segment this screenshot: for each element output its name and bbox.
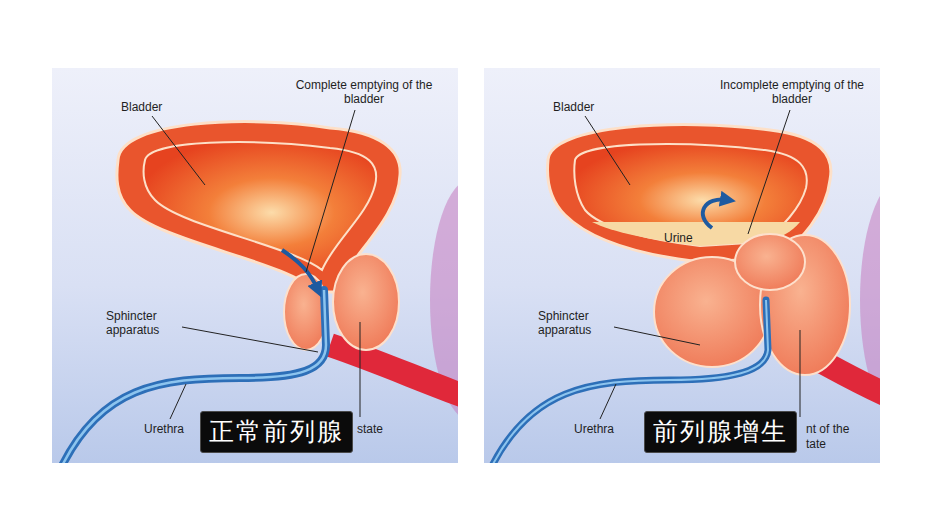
part-label: Urethra	[574, 422, 614, 436]
part-label: Urethra	[144, 422, 184, 436]
part-label: Sphincter apparatus	[538, 309, 614, 337]
part-label: nt of the	[806, 422, 849, 436]
part-label: Bladder	[553, 100, 594, 114]
caption-box: 正常前列腺	[200, 411, 353, 453]
part-label: Urine	[664, 231, 693, 245]
normal-panel	[52, 68, 458, 463]
part-label: Sphincter apparatus	[106, 309, 182, 337]
caption-text: 前列腺增生	[653, 417, 788, 446]
caption-box: 前列腺增生	[644, 411, 797, 453]
part-label: Bladder	[121, 100, 162, 114]
part-label: state	[357, 422, 383, 436]
part-label: Complete emptying of the bladder	[294, 78, 434, 106]
caption-text: 正常前列腺	[209, 417, 344, 446]
bph-panel	[484, 68, 880, 463]
part-label: tate	[806, 437, 826, 451]
part-label: Incomplete emptying of the bladder	[716, 78, 868, 106]
